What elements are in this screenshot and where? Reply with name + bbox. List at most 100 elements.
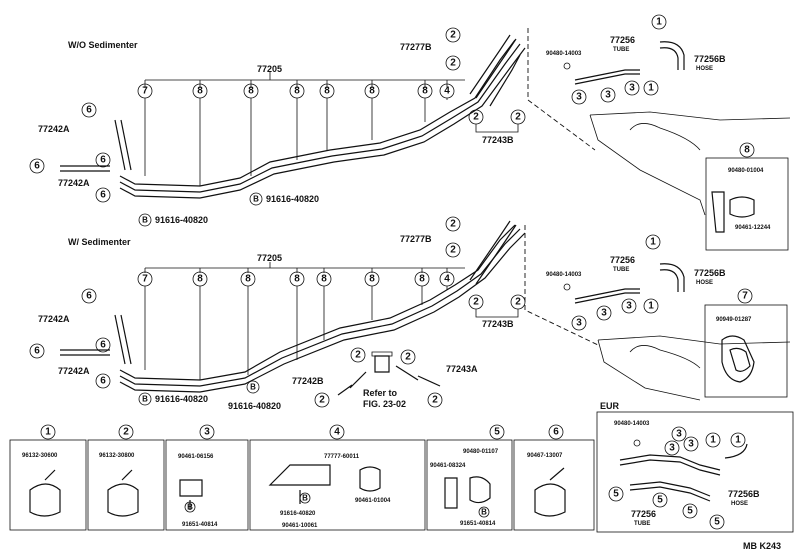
top-left-hose2-label: 77242A [58, 178, 90, 188]
top-clamp-callouts: 7 8 8 8 8 8 8 4 [137, 83, 455, 99]
legend-4-part-1: 77777-60011 [324, 454, 360, 460]
legend-clamp-4: 4 77777-60011 B 91616-40820 90461-10061 … [249, 424, 426, 531]
mid-hose-b-label: 77242B [292, 376, 324, 386]
rt-tube-sub: TUBE [613, 47, 629, 53]
legend-clamp-5: 5 90480-01107 90461-08324 B 91651-40814 [426, 424, 513, 531]
mid-callout-8e: 8 [369, 274, 375, 285]
mid-callout-6a: 6 [86, 291, 92, 302]
legend-4-part-3: 90461-10061 [282, 523, 318, 529]
rt-hose-label: 77256B [694, 54, 726, 64]
top-callout-8c: 8 [294, 86, 300, 97]
legend-1-num: 1 [45, 427, 51, 438]
mid-bolt-mark-1: B [142, 395, 148, 404]
eur-tube-sub: TUBE [634, 521, 650, 527]
legend-5-num: 5 [494, 427, 500, 438]
rm-hose-sub: HOSE [696, 280, 713, 286]
legend-4-num: 4 [334, 427, 340, 438]
rt-hose-sub: HOSE [696, 66, 713, 72]
top-callout-2d: 2 [515, 112, 521, 123]
mid-callout-8d: 8 [321, 274, 327, 285]
top-bolt-label-1: 91616-40820 [266, 194, 319, 204]
top-bolt-mark-1: B [253, 195, 259, 204]
rm-detail-box: 7 90949-01287 [704, 288, 788, 398]
mid-callout-8a: 8 [197, 274, 203, 285]
rt-detail-box: 8 90480-01004 90461-12244 [705, 142, 789, 251]
mid-callout-2f: 2 [405, 352, 411, 363]
rt-box-num: 8 [744, 145, 750, 156]
top-bolt-label-2: 91616-40820 [155, 215, 208, 225]
eur-callout-5c: 5 [687, 506, 693, 517]
mid-left-hose2-label: 77242A [58, 366, 90, 376]
footer-code: MB K243 [743, 541, 781, 551]
mid-refer-label: Refer to [363, 388, 398, 398]
legend-5-part-2: 90461-08324 [430, 463, 466, 469]
top-callout-8b: 8 [248, 86, 254, 97]
top-callout-6d: 6 [100, 190, 106, 201]
eur-title: EUR [600, 401, 620, 411]
rt-callout-1b: 1 [648, 83, 654, 94]
eur-callout-5a: 5 [613, 489, 619, 500]
rm-callout-3a: 3 [576, 318, 582, 329]
rm-callout-3b: 3 [601, 308, 607, 319]
mid-callout-6d: 6 [100, 376, 106, 387]
legend-clamp-2: 2 96132-30800 [87, 424, 165, 531]
legend-3-part-2: 91651-40814 [182, 522, 218, 528]
mid-callout-2h: 2 [432, 395, 438, 406]
legend-clamp-3: 3 90461-06156 B 91651-40814 [165, 424, 249, 531]
eur-tube-label: 77256 [631, 509, 656, 519]
mid-hose-a-label: 77243A [446, 364, 478, 374]
mid-hose-bottom-label: 77243B [482, 319, 514, 329]
top-callout-7: 7 [142, 86, 148, 97]
top-callout-8f: 8 [422, 86, 428, 97]
top-hose-top-label: 77277B [400, 42, 432, 52]
mid-clamp-callouts: 7 8 8 8 8 8 8 4 [137, 271, 455, 287]
rt-box-part2: 90461-12244 [735, 225, 771, 231]
legend-2-num: 2 [123, 427, 129, 438]
eur-callout-3a: 3 [676, 429, 682, 440]
rt-callout-3c: 3 [629, 83, 635, 94]
top-callout-6a: 6 [86, 105, 92, 116]
mid-bolt-mark-2: B [250, 383, 256, 392]
rt-callout-1a: 1 [656, 17, 662, 28]
legend-3-num: 3 [204, 427, 210, 438]
mid-hose-top-label: 77277B [400, 234, 432, 244]
rt-grommet-label: 90480-14003 [546, 51, 582, 57]
mid-callout-2e: 2 [355, 350, 361, 361]
mid-callout-2b: 2 [450, 245, 456, 256]
eur-hose-label: 77256B [728, 489, 760, 499]
rm-hose-label: 77256B [694, 268, 726, 278]
top-callout-2b: 2 [450, 58, 456, 69]
top-callout-8a: 8 [197, 86, 203, 97]
eur-callout-3c: 3 [669, 443, 675, 454]
mid-callout-8c: 8 [294, 274, 300, 285]
mid-callout-7: 7 [142, 274, 148, 285]
top-callout-6b: 6 [34, 161, 40, 172]
mid-callout-6c: 6 [100, 340, 106, 351]
rt-box-part1: 90480-01004 [728, 168, 764, 174]
rm-grommet-label: 90480-14003 [546, 272, 582, 278]
rt-tube-label: 77256 [610, 35, 635, 45]
legend-clamp-6: 6 90467-13007 [513, 424, 595, 531]
mid-callout-8b: 8 [245, 274, 251, 285]
rt-callout-3b: 3 [605, 90, 611, 101]
eur-box: EUR 90480-14003 3 3 3 1 1 5 5 5 5 77256 … [596, 401, 794, 533]
mid-callout-2a: 2 [450, 219, 456, 230]
top-callout-6c: 6 [100, 155, 106, 166]
mid-bolt-label-2: 91616-40820 [228, 401, 281, 411]
mid-assembly-label: 77205 [257, 253, 282, 263]
mid-callout-8f: 8 [419, 274, 425, 285]
legend-1-part-1: 96132-30600 [22, 453, 58, 459]
legend-6-part-1: 90467-13007 [527, 453, 563, 459]
legend-5-part-3: 91651-40814 [460, 521, 496, 527]
legend-3-bolt: B [187, 503, 193, 512]
top-callout-8e: 8 [369, 86, 375, 97]
top-callout-2c: 2 [473, 112, 479, 123]
top-callout-4: 4 [444, 86, 450, 97]
top-hose-bottom-label: 77243B [482, 135, 514, 145]
mid-callout-2c: 2 [473, 297, 479, 308]
legend-5-bolt: B [481, 508, 487, 517]
rm-callout-1b: 1 [648, 301, 654, 312]
top-callout-2a: 2 [450, 30, 456, 41]
eur-callout-3b: 3 [688, 439, 694, 450]
